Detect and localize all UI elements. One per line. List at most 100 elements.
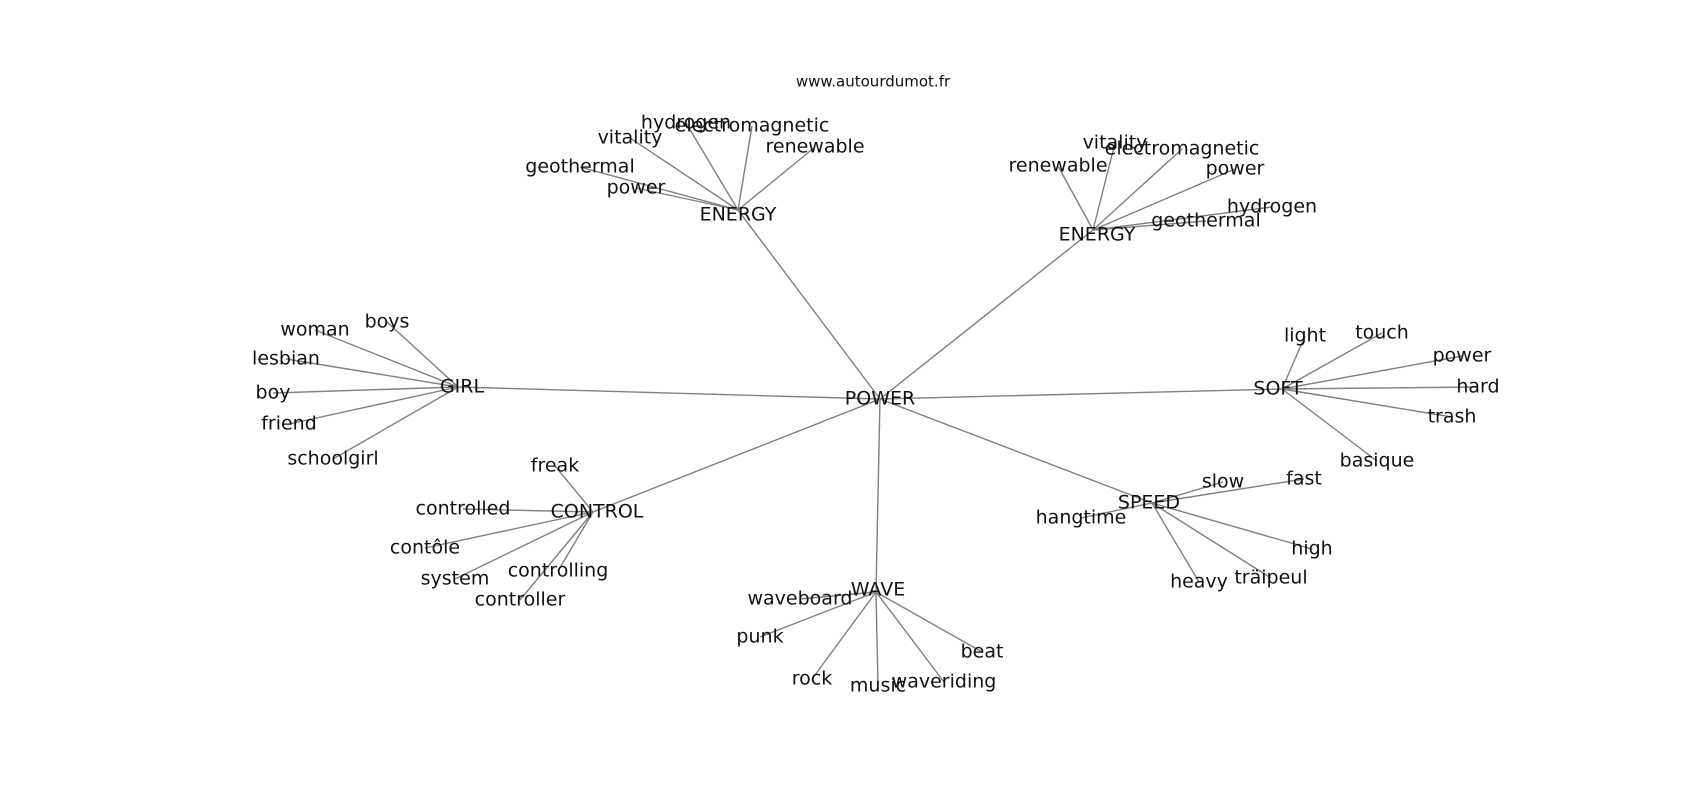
- edge-power-soft: [879, 388, 1283, 400]
- word-node: geothermal: [525, 156, 634, 178]
- word-node: vitality: [1083, 132, 1148, 154]
- word-node: boy: [256, 382, 291, 404]
- edge-energy-word: [1092, 206, 1273, 231]
- edge-energy-word: [737, 146, 816, 211]
- word-node: controlling: [508, 560, 609, 582]
- edge-soft-word: [1281, 355, 1463, 390]
- word-node: boys: [365, 311, 410, 333]
- word-node: light: [1284, 325, 1326, 347]
- edge-control-word: [424, 511, 594, 549]
- edge-girl-word: [314, 329, 459, 388]
- edge-power-wave: [875, 398, 881, 593]
- edge-speed-word: [1151, 481, 1224, 504]
- edge-wave-word: [875, 591, 879, 687]
- hub-node-control: CONTROL: [551, 501, 644, 523]
- word-node: music: [850, 675, 906, 697]
- hub-node-energy: ENERGY: [700, 204, 777, 226]
- edge-wave-word: [759, 591, 877, 638]
- word-node: renewable: [765, 136, 864, 158]
- word-node: trash: [1428, 406, 1477, 428]
- edge-energy-word: [1092, 168, 1236, 231]
- word-node: heavy: [1170, 571, 1228, 593]
- word-node: hard: [1456, 376, 1499, 398]
- word-node: hydrogen: [1227, 196, 1317, 218]
- word-node: rock: [792, 668, 832, 690]
- word-node: punk: [736, 626, 783, 648]
- edge-power-control: [592, 398, 881, 513]
- edge-girl-word: [386, 321, 459, 388]
- word-node: freak: [531, 455, 579, 477]
- word-node: renewable: [1008, 155, 1107, 177]
- edge-energy-word: [629, 137, 739, 211]
- edge-girl-word: [288, 386, 459, 425]
- edge-energy-word: [737, 125, 753, 211]
- edge-soft-word: [1281, 386, 1479, 390]
- word-node: power: [1206, 158, 1265, 180]
- edge-energy-word: [685, 122, 739, 211]
- hub-node-soft: SOFT: [1253, 378, 1303, 400]
- hub-node-energy: ENERGY: [1059, 224, 1136, 246]
- edge-speed-word: [1151, 502, 1313, 550]
- word-node: hangtime: [1036, 507, 1127, 529]
- word-node: basique: [1340, 450, 1415, 472]
- edge-soft-word: [1281, 388, 1453, 418]
- edge-control-word: [462, 508, 594, 513]
- edge-power-energy: [879, 229, 1094, 400]
- word-node: touch: [1355, 322, 1409, 344]
- word-node: power: [1433, 345, 1492, 367]
- edge-soft-word: [1281, 335, 1306, 390]
- word-node: vitality: [598, 127, 663, 149]
- word-node: beat: [961, 641, 1004, 663]
- edge-control-word: [519, 511, 594, 601]
- edge-speed-word: [1080, 502, 1153, 519]
- word-node: power: [607, 177, 666, 199]
- word-node: waveriding: [892, 671, 997, 693]
- edge-soft-word: [1281, 332, 1383, 390]
- watermark: www.autourdumot.fr: [796, 73, 951, 91]
- edge-wave-word: [811, 591, 877, 680]
- word-node: woman: [280, 319, 349, 341]
- edge-soft-word: [1281, 388, 1378, 462]
- hub-node-wave: WAVE: [851, 579, 906, 601]
- edge-wave-word: [799, 591, 877, 600]
- edge-wave-word: [875, 591, 983, 653]
- word-node: system: [421, 568, 490, 590]
- word-node: electromagnetic: [675, 115, 830, 137]
- edge-power-girl: [457, 386, 881, 400]
- edge-energy-word: [635, 187, 739, 211]
- edge-girl-word: [332, 386, 459, 460]
- word-node: waveboard: [748, 588, 853, 610]
- word-node: high: [1291, 538, 1332, 560]
- word-node: contôle: [390, 537, 460, 559]
- edge-girl-word: [272, 386, 459, 394]
- edge-power-speed: [879, 398, 1153, 504]
- graph-labels: POWERENERGYhydrogenelectromagneticvitali…: [252, 112, 1500, 697]
- edge-control-word: [557, 511, 594, 572]
- edge-energy-word: [1092, 148, 1183, 231]
- word-node: friend: [261, 413, 317, 435]
- edge-control-word: [454, 511, 594, 580]
- edge-speed-word: [1151, 502, 1272, 579]
- edge-energy-word: [1092, 220, 1207, 231]
- word-node: fast: [1286, 468, 1322, 490]
- edge-energy-word: [579, 166, 739, 211]
- word-node: electromagnetic: [1105, 138, 1260, 160]
- word-node: controlled: [416, 498, 511, 520]
- edge-control-word: [554, 465, 594, 513]
- edge-energy-word: [1057, 165, 1094, 231]
- word-node: slow: [1202, 471, 1244, 493]
- edge-power-energy: [737, 209, 881, 400]
- edge-speed-word: [1151, 502, 1200, 583]
- hub-node-girl: GIRL: [440, 376, 485, 398]
- hub-node-speed: SPEED: [1118, 492, 1180, 514]
- edge-wave-word: [875, 591, 945, 683]
- edge-energy-word: [1092, 142, 1116, 231]
- center-node-label: POWER: [845, 388, 915, 410]
- edge-speed-word: [1151, 478, 1305, 504]
- word-node: controller: [475, 589, 566, 611]
- graph-edges: [272, 122, 1479, 687]
- word-node: hydrogen: [641, 112, 731, 134]
- word-node: träipeul: [1234, 567, 1307, 589]
- word-node: schoolgirl: [287, 448, 378, 470]
